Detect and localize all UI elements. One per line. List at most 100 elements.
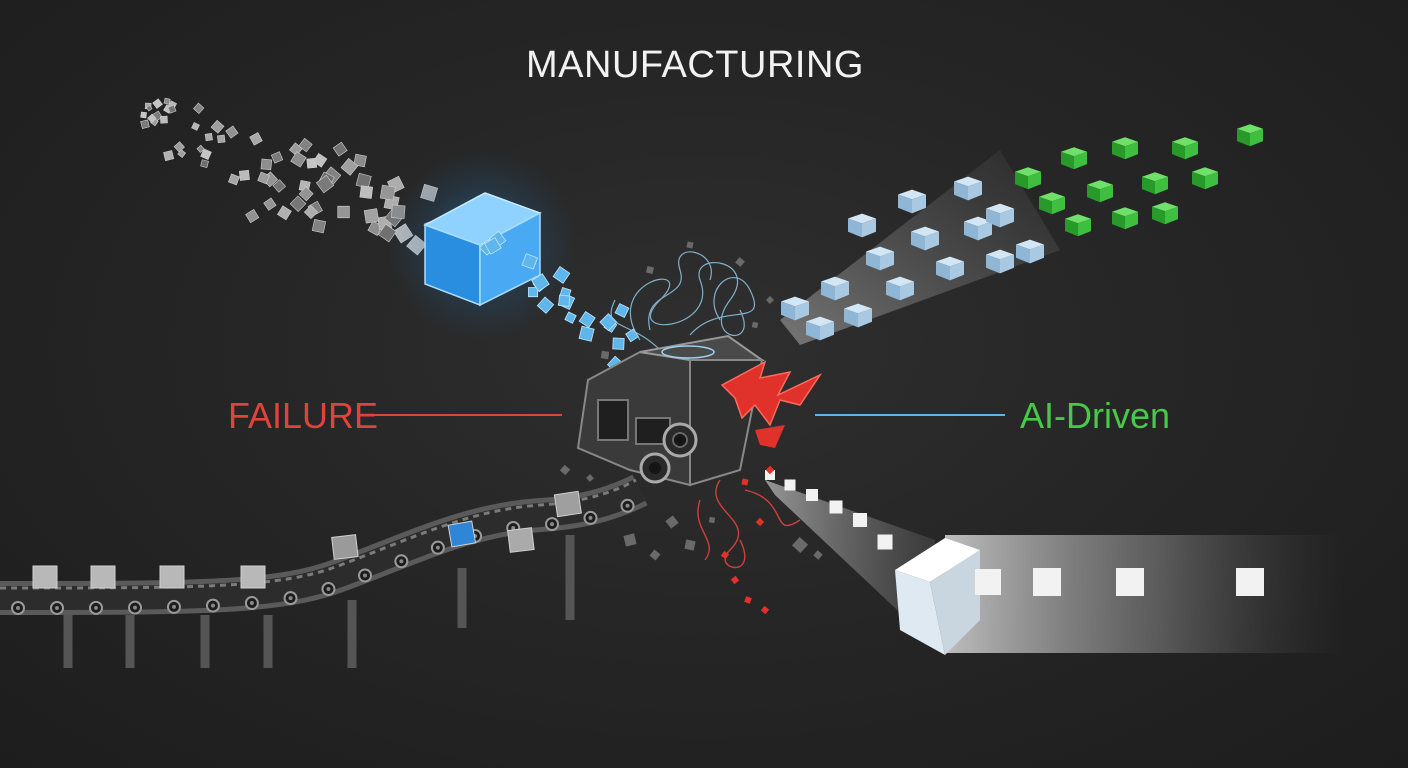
blue-cube: [578, 325, 595, 342]
white-light-beam: [765, 470, 1345, 655]
grey-debris-cube: [146, 104, 153, 112]
green-cube: [1237, 124, 1263, 147]
grey-debris-cube: [210, 119, 225, 134]
blue-grey-cube: [848, 213, 876, 238]
red-fragment: [765, 465, 775, 475]
grey-debris-cube: [260, 158, 273, 171]
white-square: [1236, 568, 1264, 596]
grey-debris-cube: [193, 102, 205, 114]
red-crack-burst: [720, 360, 823, 427]
grey-debris-cube: [315, 174, 335, 194]
blue-cube: [564, 311, 577, 324]
grey-debris-cube: [163, 97, 171, 105]
red-fragment: [744, 596, 752, 604]
grey-debris-cube: [379, 184, 396, 201]
blue-grey-cube: [1016, 239, 1044, 264]
blue-grey-cube: [806, 316, 834, 341]
blue-grey-cube: [954, 176, 982, 201]
blue-cube: [612, 337, 625, 350]
white-square: [1116, 568, 1144, 596]
grey-debris-cube: [196, 144, 205, 154]
grey-debris-cube: [312, 152, 328, 168]
debris-fragment: [686, 241, 694, 249]
debris-fragment: [708, 516, 716, 524]
grey-debris-cube: [298, 137, 313, 153]
grey-debris-cube: [200, 148, 212, 161]
failure-label: FAILURE: [228, 395, 379, 436]
ai-driven-label: AI-Driven: [1020, 395, 1171, 436]
belt-cube: [240, 565, 266, 589]
belt-cube: [507, 527, 535, 553]
grey-debris-cube: [303, 205, 319, 220]
green-cube: [1112, 137, 1138, 160]
debris-fragment: [684, 539, 696, 551]
blue-cube: [578, 310, 596, 329]
blue-cube: [521, 253, 538, 270]
green-cube: [1087, 180, 1113, 203]
debris-fragment: [623, 533, 637, 547]
belt-cube: [553, 490, 582, 518]
grey-debris-cube: [263, 197, 277, 211]
debris-fragment: [765, 295, 775, 305]
grey-debris-cube: [298, 186, 314, 202]
debris-fragment: [751, 321, 759, 329]
white-square: [975, 569, 1001, 595]
red-fragment: [755, 517, 765, 527]
blue-cube: [558, 294, 571, 307]
blue-grey-cube: [911, 226, 939, 251]
grey-debris-cube: [289, 195, 307, 213]
grey-debris-cube: [332, 141, 348, 157]
green-cube: [1061, 147, 1087, 170]
blue-cube: [552, 266, 571, 284]
conveyor-belt: [0, 474, 648, 668]
blue-grey-cube: [781, 296, 809, 321]
grey-debris-cube: [147, 113, 157, 124]
grey-debris-cube: [340, 157, 359, 176]
grey-debris-cube: [290, 151, 307, 168]
blue-cube: [528, 287, 539, 298]
grey-debris-cube: [200, 159, 209, 168]
green-cube: [1015, 167, 1041, 190]
green-cube: [1172, 137, 1198, 160]
grey-debris-cube: [363, 208, 380, 224]
red-fragment: [760, 605, 770, 615]
white-square: [784, 479, 796, 491]
grey-debris-cube: [225, 125, 239, 139]
belt-cube: [447, 520, 477, 548]
white-output-cube: [895, 538, 980, 655]
grey-debris-cube: [167, 104, 177, 114]
blue-cube: [614, 303, 630, 319]
grey-debris-cube: [272, 179, 286, 193]
debris-fragment: [645, 265, 655, 275]
green-cube: [1152, 202, 1178, 225]
grey-debris-cube: [359, 185, 374, 199]
grey-debris-cube: [238, 169, 250, 181]
grey-debris-cube: [270, 151, 284, 164]
blue-grey-cube: [986, 249, 1014, 274]
blue-grey-cube: [986, 203, 1014, 228]
blue-grey-cube: [898, 189, 926, 214]
broken-machine: [559, 241, 823, 615]
cube-grid-upper-right: [781, 176, 1044, 341]
white-square: [853, 513, 867, 527]
debris-fragment: [600, 350, 610, 360]
green-cube: [1192, 167, 1218, 190]
belt-cube: [32, 565, 58, 589]
grey-debris-cube: [173, 141, 185, 153]
grey-debris-cube: [191, 122, 200, 131]
red-fragment: [730, 575, 740, 585]
grey-debris-cube: [159, 115, 168, 124]
blue-grey-cube: [936, 256, 964, 281]
debris-fragment: [735, 257, 745, 267]
debris-fragment: [791, 536, 809, 554]
debris-fragment: [559, 464, 571, 476]
grey-debris-cube: [353, 153, 367, 168]
green-cube: [1112, 207, 1138, 230]
blue-cube: [536, 296, 555, 314]
grey-debris-cube: [217, 134, 226, 144]
grey-debris-cube: [140, 119, 150, 129]
grey-debris-cube: [140, 111, 148, 119]
diagram-title: MANUFACTURING: [526, 44, 864, 86]
grey-debris-cube: [249, 132, 263, 146]
